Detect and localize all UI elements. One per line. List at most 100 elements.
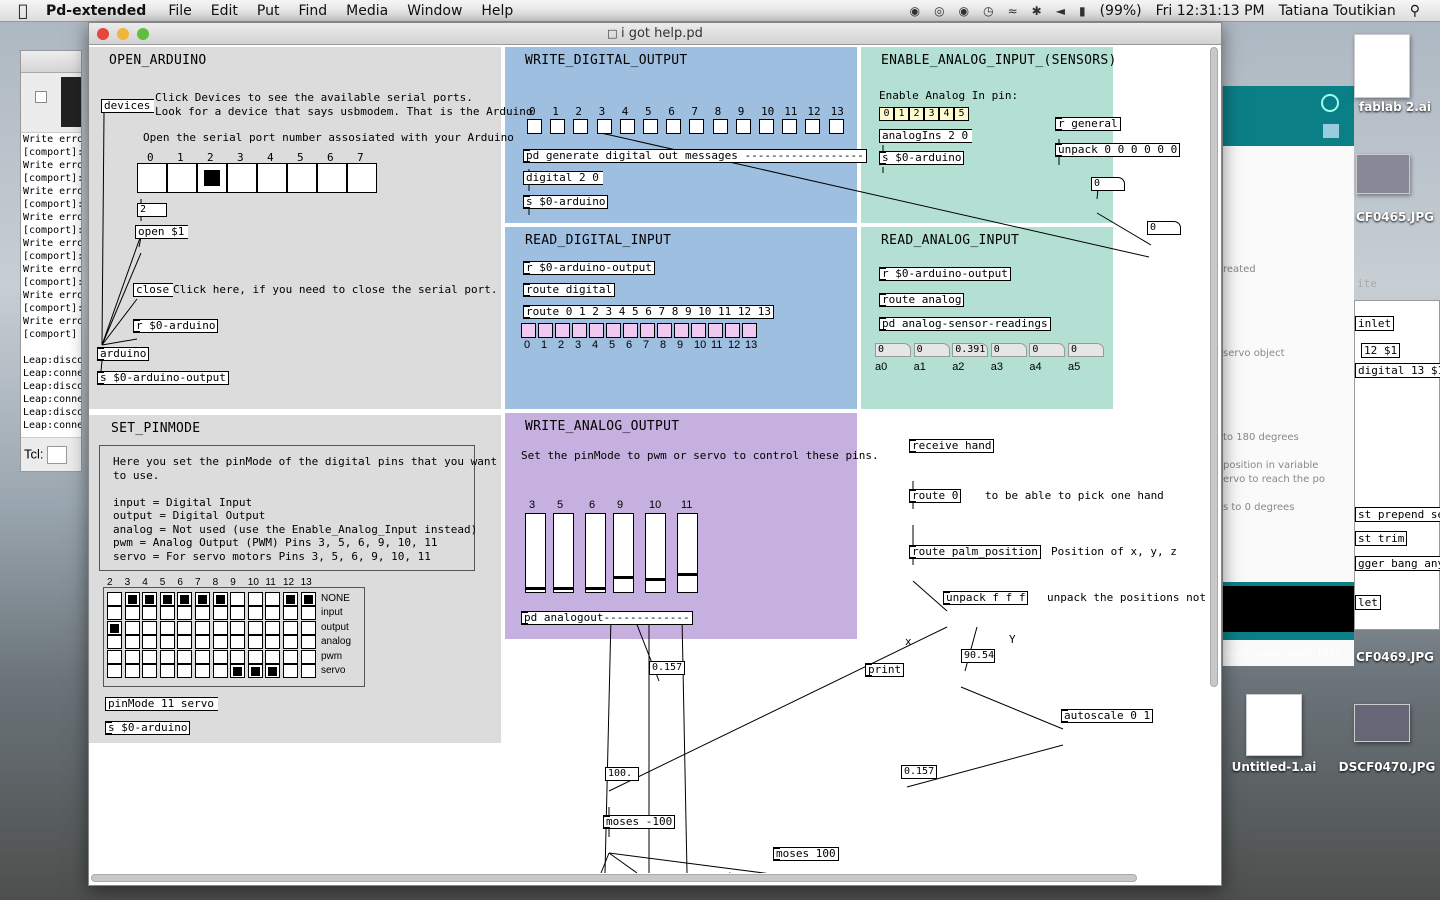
analog-pin-cell[interactable]: 3 xyxy=(924,107,939,121)
print-object[interactable]: print xyxy=(865,663,905,677)
patch-message[interactable]: 12 $1 xyxy=(1361,343,1401,358)
pinmode-cell[interactable] xyxy=(283,620,298,635)
analog-slider[interactable] xyxy=(585,513,606,593)
digital-toggle[interactable] xyxy=(573,119,589,134)
analog-number-box[interactable]: 0 xyxy=(1068,343,1104,357)
pinmode-cell[interactable] xyxy=(265,649,281,664)
pinmode-cell[interactable] xyxy=(212,620,228,635)
analog-slider[interactable] xyxy=(525,513,546,593)
tab-menu-icon[interactable] xyxy=(1323,124,1339,138)
menu-file[interactable]: File xyxy=(168,2,192,19)
digital-in-toggle[interactable] xyxy=(657,323,672,338)
analog-slider[interactable] xyxy=(677,513,698,593)
patch-object[interactable]: gger bang anyt xyxy=(1355,556,1440,571)
pinmode-cell[interactable] xyxy=(107,606,122,621)
dsp-checkbox[interactable] xyxy=(35,91,47,103)
menu-put[interactable]: Put xyxy=(256,2,280,19)
pinmode-cell[interactable] xyxy=(247,664,263,678)
pinmode-cell[interactable] xyxy=(124,649,140,664)
y-number-box[interactable]: 90.54 xyxy=(961,649,995,663)
analog-number-box[interactable]: 0 xyxy=(875,343,911,357)
pinmode-cell[interactable] xyxy=(300,649,316,664)
pinmode-cell[interactable] xyxy=(124,635,140,650)
vertical-scrollbar[interactable] xyxy=(1209,47,1219,687)
pinmode-cell[interactable] xyxy=(230,649,246,664)
file-icon[interactable] xyxy=(1354,34,1410,98)
receive-output-object[interactable]: r $0-arduino-output xyxy=(523,261,655,275)
analog-slider[interactable] xyxy=(613,513,634,593)
wifi-icon[interactable]: ≈ xyxy=(1007,4,1018,18)
port-cell[interactable] xyxy=(137,163,167,193)
clock[interactable]: Fri 12:31:13 PM xyxy=(1155,3,1265,19)
moses-object[interactable]: moses 100 xyxy=(773,847,839,861)
pinmode-cell[interactable] xyxy=(195,592,210,606)
user-name[interactable]: Tatiana Toutikian xyxy=(1278,3,1396,19)
digital-toggle[interactable] xyxy=(666,119,682,134)
analog-number-box[interactable]: 0.391 xyxy=(952,343,989,357)
desktop-icon-label[interactable]: CF0465.JPG xyxy=(1355,210,1435,224)
file-icon[interactable] xyxy=(1246,694,1302,756)
leap-icon[interactable]: ◉ xyxy=(909,4,921,18)
digital-in-toggle[interactable] xyxy=(640,323,655,338)
port-cell[interactable] xyxy=(227,163,257,193)
digital-in-toggle[interactable] xyxy=(589,323,604,338)
pinmode-cell[interactable] xyxy=(230,635,246,650)
pinmode-cell[interactable] xyxy=(142,592,158,606)
pinmode-cell[interactable] xyxy=(265,620,281,635)
number-box[interactable]: 0 xyxy=(1091,177,1125,191)
creative-cloud-icon[interactable]: ◎ xyxy=(934,4,945,18)
pinmode-cell[interactable] xyxy=(230,592,246,606)
receive-arduino-object[interactable]: r $0-arduino xyxy=(133,319,219,333)
apple-icon[interactable]:  xyxy=(0,1,46,20)
vertical-scroll-thumb[interactable] xyxy=(1210,47,1218,687)
unpack-fff-object[interactable]: unpack f f f xyxy=(943,591,1029,605)
pinmode-cell[interactable] xyxy=(195,635,210,650)
close-message[interactable]: close xyxy=(133,283,174,297)
pinmode-cell[interactable] xyxy=(177,592,193,606)
horizontal-scrollbar[interactable] xyxy=(91,873,1137,883)
pinmode-cell[interactable] xyxy=(177,606,193,621)
volume-icon[interactable]: ◄ xyxy=(1055,4,1065,18)
pinmode-cell[interactable] xyxy=(300,620,316,635)
pinmode-cell[interactable] xyxy=(230,620,246,635)
pinmode-cell[interactable] xyxy=(142,664,158,678)
pinmode-cell[interactable] xyxy=(107,635,122,650)
spotlight-search-icon[interactable]: ⚲ xyxy=(1409,3,1420,19)
pinmode-cell[interactable] xyxy=(195,664,210,678)
port-cell[interactable] xyxy=(257,163,287,193)
battery-icon[interactable]: ▮ xyxy=(1078,4,1086,18)
digital-toggle[interactable] xyxy=(596,119,612,134)
digital-toggle[interactable] xyxy=(759,119,774,134)
port-cell[interactable] xyxy=(197,163,227,193)
pinmode-cell[interactable] xyxy=(159,664,175,678)
pinmode-cell[interactable] xyxy=(300,606,316,621)
desktop-icon-label[interactable]: Untitled-1.ai xyxy=(1231,760,1317,774)
pinmode-cell[interactable] xyxy=(247,635,263,650)
unpack-object[interactable]: unpack 0 0 0 0 0 0 xyxy=(1055,143,1181,157)
pinmode-cell[interactable] xyxy=(159,592,175,606)
pinmode-cell[interactable] xyxy=(247,592,263,606)
analog-slider[interactable] xyxy=(645,513,666,593)
digital-toggle[interactable] xyxy=(527,119,542,134)
desktop-icon-label[interactable]: DSCF0470.JPG xyxy=(1338,760,1436,774)
pinmode-cell[interactable] xyxy=(230,606,246,621)
route-digital-object[interactable]: route digital xyxy=(523,283,616,297)
app-name[interactable]: Pd-extended xyxy=(46,2,147,19)
digital-toggle[interactable] xyxy=(828,119,844,134)
patch-object[interactable]: let xyxy=(1355,595,1381,610)
open-message[interactable]: open $1 xyxy=(135,225,189,239)
pinmode-cell[interactable] xyxy=(107,592,122,606)
pinmode-cell[interactable] xyxy=(159,635,175,650)
pinmode-cell[interactable] xyxy=(300,635,316,650)
hundred-number-box[interactable]: 100. xyxy=(605,767,639,781)
send-output-object[interactable]: s $0-arduino-output xyxy=(97,371,229,385)
analog-number-box[interactable]: 0 xyxy=(913,343,950,357)
analog-pin-cell[interactable]: 4 xyxy=(939,107,954,121)
pinmode-cell[interactable] xyxy=(177,620,193,635)
send-arduino-object[interactable]: s $0-arduino xyxy=(879,151,965,165)
pinmode-cell[interactable] xyxy=(124,606,140,621)
pinmode-cell[interactable] xyxy=(212,649,228,664)
digital-in-toggle[interactable] xyxy=(623,323,638,338)
patch-message[interactable]: digital 13 $1 xyxy=(1355,363,1440,378)
digital-in-toggle[interactable] xyxy=(725,323,740,338)
